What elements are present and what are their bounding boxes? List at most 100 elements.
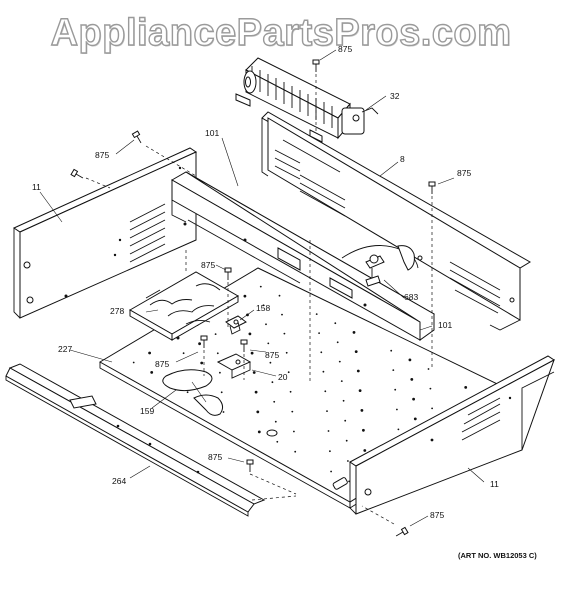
panel-hole: [265, 323, 267, 326]
panel-hole: [334, 322, 337, 325]
callout-101: 101: [438, 320, 452, 330]
panel-hole: [362, 428, 365, 432]
panel-hole: [431, 407, 433, 410]
callout-8: 8: [400, 154, 405, 164]
panel-hole: [396, 408, 398, 411]
panel-hole: [392, 369, 395, 371]
panel-hole: [256, 410, 260, 414]
callout-875: 875: [95, 150, 109, 160]
panel-hole: [287, 371, 290, 374]
panel-hole: [329, 450, 331, 453]
panel-hole: [220, 391, 223, 394]
art-number: (ART NO. WB12053 C): [458, 551, 537, 560]
callout-227: 227: [58, 344, 72, 354]
leader-lines: [39, 49, 485, 527]
panel-hole: [186, 391, 189, 394]
callout-159: 159: [140, 406, 154, 416]
fan-motor-32: [235, 57, 379, 143]
panel-hole: [281, 313, 283, 316]
panel-hole: [352, 331, 356, 334]
panel-hole: [252, 371, 256, 374]
panel-hole: [315, 313, 318, 315]
panel-hole: [269, 361, 272, 364]
panel-hole: [327, 430, 330, 432]
panel-hole: [390, 349, 393, 352]
panel-hole: [412, 397, 415, 401]
panel-hole: [150, 371, 154, 374]
side-panel-right-11: [349, 355, 555, 515]
callout-875: 875: [155, 359, 169, 369]
panel-hole: [262, 304, 265, 307]
panel-hole: [330, 470, 332, 473]
panel-hole: [354, 350, 358, 353]
panel-hole: [342, 399, 345, 402]
panel-hole: [427, 368, 430, 370]
callout-158: 158: [256, 303, 270, 313]
screws-875: [70, 59, 436, 537]
panel-hole: [336, 341, 339, 344]
callout-875: 875: [208, 452, 222, 462]
panel-hole: [248, 332, 252, 336]
callout-32: 32: [390, 91, 400, 101]
panel-hole: [271, 381, 274, 384]
panel-hole: [200, 361, 204, 365]
panel-hole: [356, 369, 360, 373]
panel-hole: [340, 380, 343, 382]
callout-278: 278: [110, 306, 124, 316]
panel-hole: [394, 388, 397, 391]
front-rail-264: [5, 363, 266, 517]
panel-hole: [410, 378, 414, 381]
panel-hole: [363, 449, 367, 452]
back-wall-8: [261, 111, 531, 331]
panel-hole: [291, 410, 294, 413]
panel-hole: [429, 387, 432, 390]
panel-hole: [274, 420, 277, 423]
panel-hole: [276, 440, 279, 443]
seal-159: [162, 369, 224, 416]
panel-hole: [257, 430, 261, 434]
panel-hole: [198, 342, 202, 346]
callout-875: 875: [457, 168, 471, 178]
panel-hole: [243, 294, 247, 298]
panel-hole: [289, 390, 292, 393]
panel-hole: [293, 430, 295, 433]
panel-hole: [219, 371, 221, 374]
panel-hole: [214, 333, 217, 335]
callout-11: 11: [32, 182, 41, 192]
panel-hole: [259, 285, 262, 288]
callout-264: 264: [112, 476, 126, 486]
callout-101: 101: [205, 128, 219, 138]
panel-hole: [148, 351, 152, 355]
panel-hole: [413, 417, 417, 421]
panel-hole: [397, 428, 400, 431]
panel-hole: [273, 400, 276, 403]
cover-plate-278: [128, 271, 240, 341]
panel-hole: [182, 352, 185, 355]
panel-hole: [347, 460, 349, 462]
watermark-logo: AppliancePartsPros.com: [50, 11, 512, 54]
panel-hole: [326, 410, 328, 412]
side-panel-left-11: [12, 147, 198, 319]
panel-hole: [320, 351, 323, 354]
panel-hole: [222, 411, 225, 413]
panel-hole: [318, 332, 320, 334]
callout-20: 20: [278, 372, 288, 382]
panel-hole: [294, 450, 297, 453]
callout-875: 875: [338, 44, 352, 54]
callout-683: 683: [404, 292, 418, 302]
panel-hole: [344, 419, 347, 422]
bracket-20: [216, 353, 252, 379]
panel-hole: [324, 390, 327, 393]
panel-hole: [278, 294, 281, 297]
panel-hole: [464, 386, 468, 389]
panel-hole: [338, 360, 341, 363]
panel-hole: [267, 342, 270, 345]
panel-hole: [322, 370, 325, 373]
panel-hole: [254, 390, 258, 394]
panel-hole: [345, 439, 348, 442]
panel-hole: [132, 361, 135, 364]
callout-11: 11: [490, 479, 499, 489]
callout-875: 875: [265, 350, 279, 360]
